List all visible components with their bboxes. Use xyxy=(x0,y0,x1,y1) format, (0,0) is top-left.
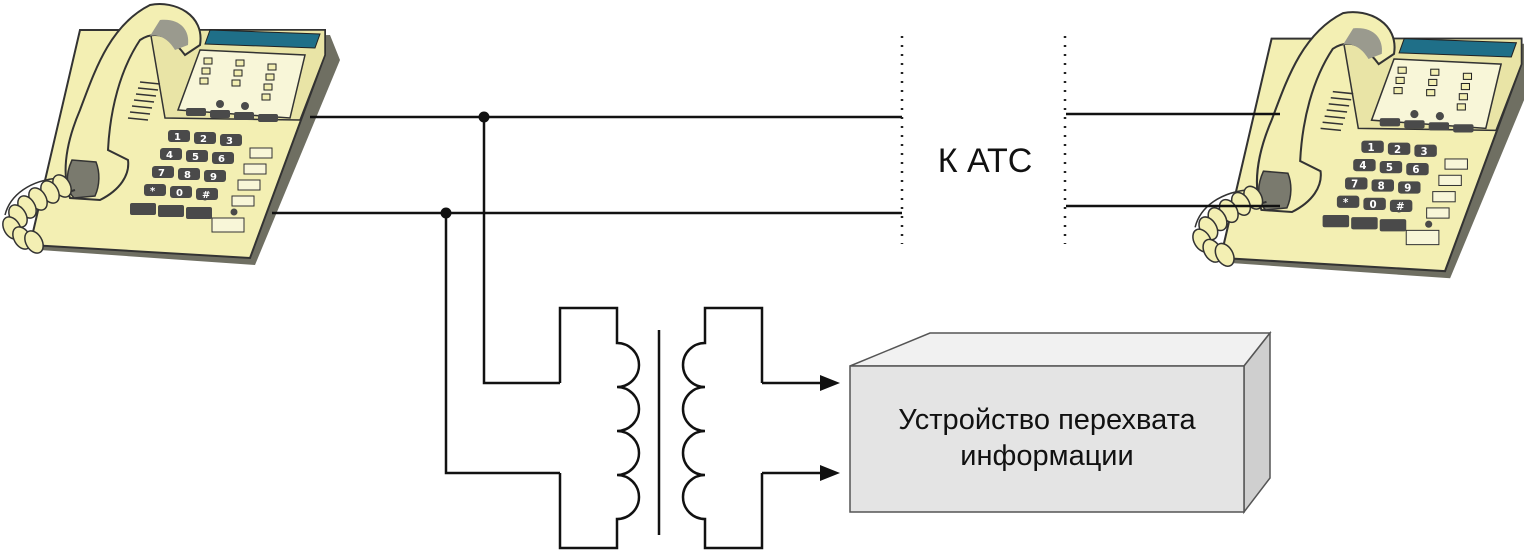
device-front-face xyxy=(849,365,1245,513)
key-label: 6 xyxy=(1412,165,1419,176)
key-label: 8 xyxy=(184,170,191,181)
key-label: 5 xyxy=(1386,163,1393,174)
arrow-right-icon xyxy=(820,465,840,481)
tap-wire-bottom xyxy=(444,213,560,475)
key-label: 9 xyxy=(210,172,217,183)
key-label: 1 xyxy=(174,132,181,143)
key-label: 9 xyxy=(1404,184,1411,195)
transformer-icon xyxy=(558,306,822,550)
interception-device-box xyxy=(849,330,1272,515)
key-label: 6 xyxy=(218,154,225,165)
key-label: 3 xyxy=(1421,147,1428,158)
arrow-heads xyxy=(820,375,840,481)
line-break-markers xyxy=(900,36,1067,244)
key-label: 4 xyxy=(1359,161,1366,172)
key-label: 4 xyxy=(166,150,173,161)
key-label: 8 xyxy=(1378,182,1385,193)
key-label: 2 xyxy=(1394,145,1401,156)
device-side-face xyxy=(1243,330,1271,515)
key-label: 0 xyxy=(176,188,183,199)
phone-line-wires xyxy=(272,112,1280,215)
key-label: * xyxy=(150,186,156,197)
device-label-line2: информации xyxy=(960,440,1133,472)
key-label: 3 xyxy=(226,136,233,147)
key-label: # xyxy=(1396,202,1405,213)
tap-wires xyxy=(444,117,560,475)
junction-dots xyxy=(440,111,490,219)
key-label: 7 xyxy=(1351,180,1358,191)
device-label-line1: Устройство перехвата xyxy=(898,404,1196,436)
key-label: 2 xyxy=(200,134,207,145)
key-label: 1 xyxy=(1367,143,1374,154)
exchange-label: К АТС xyxy=(938,142,1033,180)
key-label: 0 xyxy=(1370,200,1377,211)
key-label: 7 xyxy=(158,168,165,179)
telephone-left-icon: 1 2 3 4 5 6 7 8 9 * 0 # xyxy=(0,3,341,267)
arrow-right-icon xyxy=(820,375,840,391)
key-label: * xyxy=(1343,198,1349,209)
primary-winding xyxy=(558,306,641,550)
telephone-right-icon: 1 2 3 4 5 6 7 8 9 * 0 # xyxy=(1188,11,1524,280)
key-label: 5 xyxy=(192,152,199,163)
secondary-winding xyxy=(681,306,764,550)
key-label: # xyxy=(202,190,210,201)
tap-wire-top xyxy=(482,117,560,385)
device-top-face xyxy=(849,332,1272,367)
